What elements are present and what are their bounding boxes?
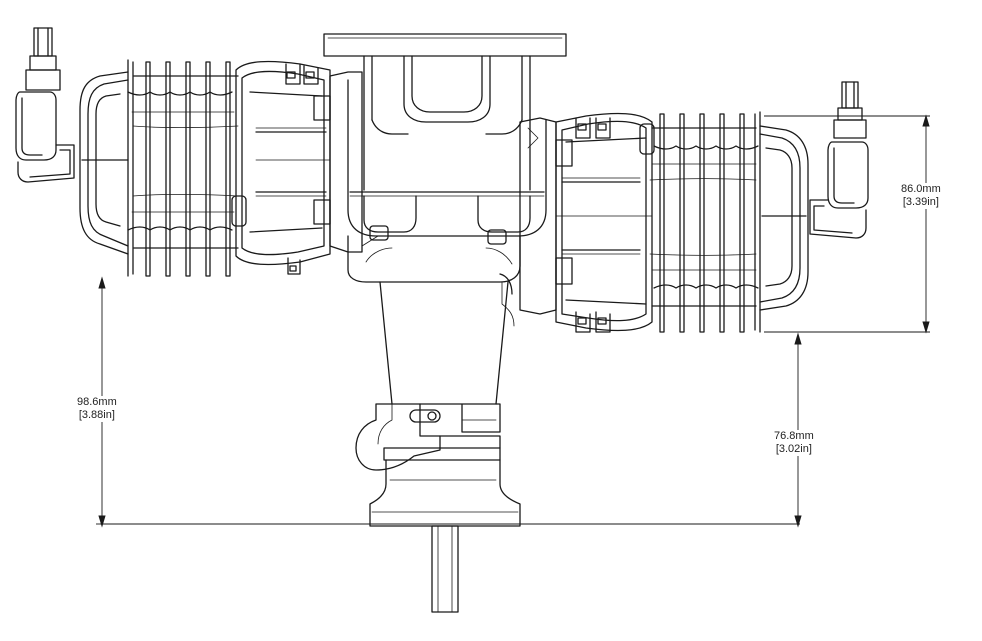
dim-cyl-height-inch: [3.39in]	[902, 196, 939, 208]
left-cylinder	[15, 27, 363, 277]
dim-cyl-height	[764, 114, 930, 334]
right-cylinder-body	[555, 112, 655, 333]
dim-cyl-height-mm: 86.0mm	[901, 183, 941, 195]
dim-left-height-inch: [3.88in]	[78, 409, 115, 421]
left-head-cover	[79, 71, 129, 255]
right-flange	[519, 117, 557, 315]
dim-right-height-mm: 76.8mm	[774, 430, 814, 442]
right-head-cover	[759, 125, 809, 311]
dim-left-height-label: 98.6mm [3.88in]	[77, 396, 117, 422]
dim-cyl-height-label: 86.0mm [3.39in]	[901, 183, 941, 209]
prop-shaft	[431, 525, 459, 613]
left-cylinder-body	[231, 60, 331, 275]
right-cooling-fins	[649, 111, 761, 333]
right-spark-plug	[809, 81, 869, 239]
left-flange	[329, 71, 363, 253]
right-cylinder	[519, 81, 869, 333]
carburetor	[355, 403, 501, 471]
dim-left-height-mm: 98.6mm	[77, 396, 117, 408]
left-cooling-fins	[127, 59, 239, 277]
dim-right-height-inch: [3.02in]	[775, 443, 812, 455]
left-spark-plug	[15, 27, 75, 183]
dim-right-height-label: 76.8mm [3.02in]	[774, 430, 814, 456]
crankcase	[323, 33, 567, 405]
prop-hub	[369, 447, 521, 527]
